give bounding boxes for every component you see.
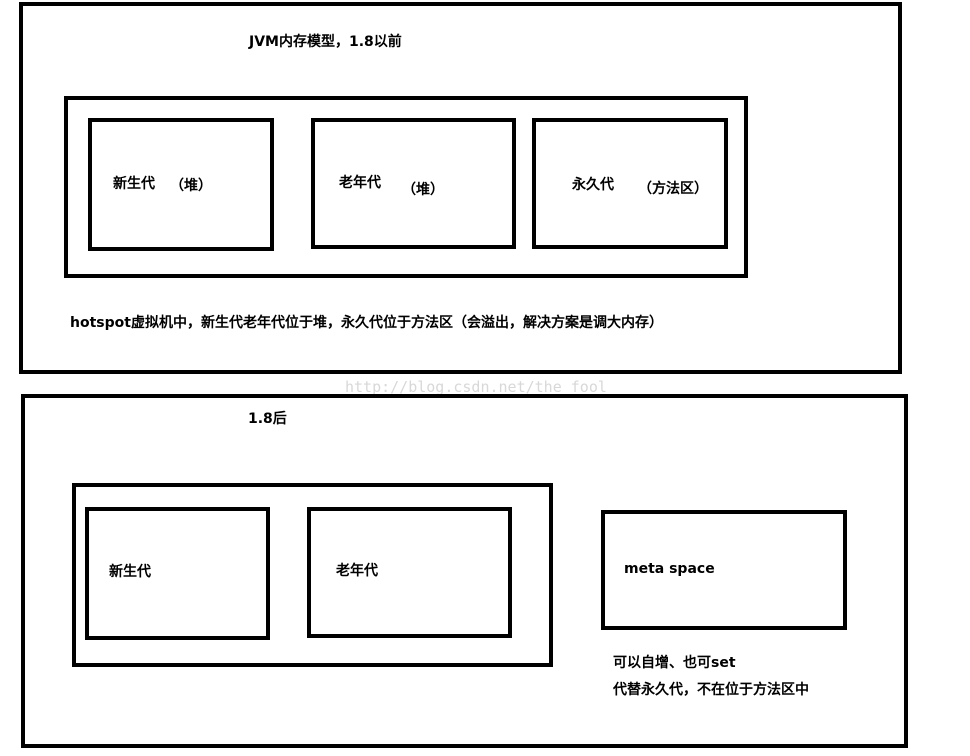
old-gen-label-after: 老年代 bbox=[336, 563, 378, 579]
panel-after-1-8 bbox=[21, 394, 908, 748]
old-gen-note: （堆） bbox=[402, 182, 444, 198]
watermark: http://blog.csdn.net/the_fool_ bbox=[345, 378, 616, 396]
perm-gen-label: 永久代 bbox=[572, 177, 614, 193]
young-gen-label-after: 新生代 bbox=[109, 564, 151, 580]
old-gen-box bbox=[311, 118, 516, 249]
young-gen-box-after bbox=[85, 507, 270, 640]
perm-gen-box bbox=[532, 118, 728, 249]
panel-before-caption: hotspot虚拟机中，新生代老年代位于堆，永久代位于方法区（会溢出，解决方案是… bbox=[70, 315, 663, 331]
young-gen-label: 新生代 bbox=[113, 176, 155, 192]
young-gen-box bbox=[88, 118, 274, 251]
heap-group-box bbox=[64, 96, 748, 278]
old-gen-box-after bbox=[307, 507, 512, 638]
panel-before-title: JVM内存模型，1.8以前 bbox=[249, 34, 402, 50]
old-gen-label: 老年代 bbox=[339, 175, 381, 191]
heap-group-box-after bbox=[72, 483, 553, 667]
metaspace-note-line2: 代替永久代，不在位于方法区中 bbox=[613, 682, 809, 698]
metaspace-box bbox=[601, 510, 847, 630]
panel-after-title: 1.8后 bbox=[248, 411, 287, 427]
perm-gen-note: （方法区） bbox=[638, 181, 708, 197]
panel-before-1-8 bbox=[19, 2, 902, 374]
young-gen-note: （堆） bbox=[170, 178, 212, 194]
metaspace-label: meta space bbox=[624, 561, 715, 577]
metaspace-note-line1: 可以自增、也可set bbox=[613, 655, 736, 671]
